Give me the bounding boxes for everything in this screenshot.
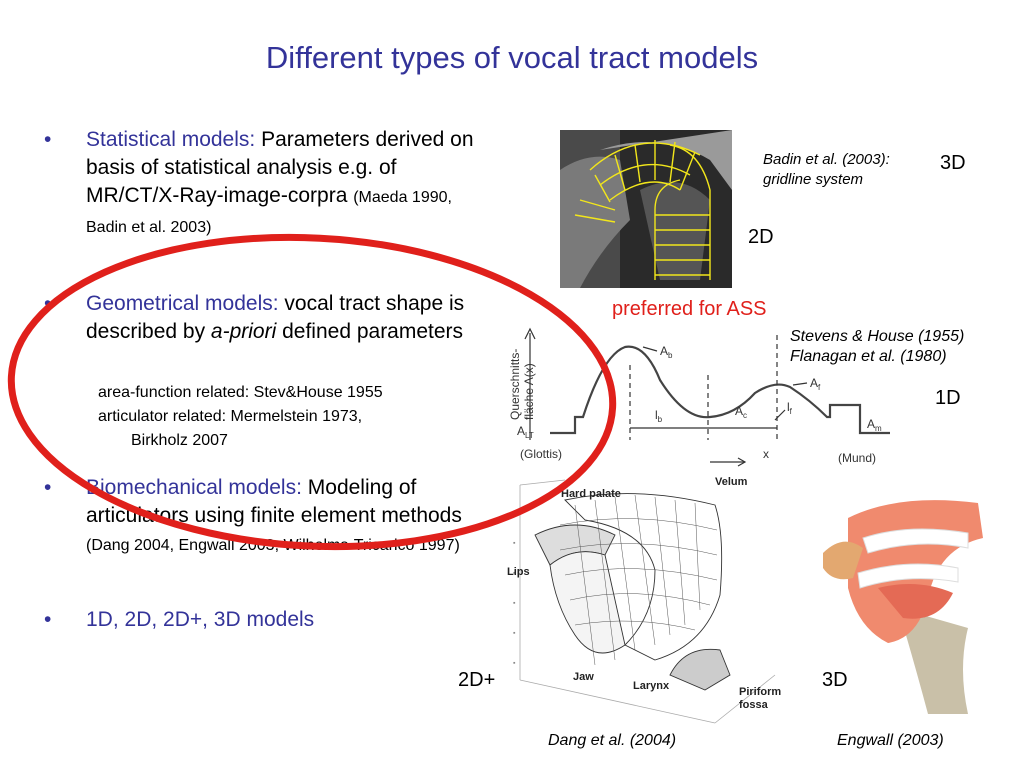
label-hard-palate: Hard palate xyxy=(561,488,621,500)
area-function-diagram: Querschnitts- fläche A(x) ALT Ab Af Ac A… xyxy=(508,327,890,467)
label-fossa: fossa xyxy=(739,699,769,711)
svg-text:▪: ▪ xyxy=(513,600,516,607)
badin-caption: Badin et al. (2003): gridline system xyxy=(763,150,890,190)
y-label-1: Querschnitts- xyxy=(508,349,522,420)
bullet-marker: • xyxy=(44,608,52,631)
bullet-marker: • xyxy=(44,476,52,499)
label-mund: (Mund) xyxy=(838,451,876,465)
badin-mri-image xyxy=(560,130,732,288)
lower-teeth xyxy=(857,563,959,589)
bullet-citation: (Dang 2004, Engwall 2003, Wilhelms-Trica… xyxy=(86,537,460,554)
label-a-c: Ac xyxy=(735,404,747,420)
svg-text:▪: ▪ xyxy=(513,570,516,577)
engwall-caption: Engwall (2003) xyxy=(837,732,944,749)
label-x: x xyxy=(763,447,769,461)
badin-caption-line-2: gridline system xyxy=(763,171,864,188)
label-lips: Lips xyxy=(507,566,530,578)
bullet-head: Geometrical models: xyxy=(86,292,279,315)
larynx-shape xyxy=(898,608,968,714)
label-l-f: lf xyxy=(787,400,793,416)
lips-shape xyxy=(823,541,863,580)
slide-title: Different types of vocal tract models xyxy=(265,40,759,75)
label-larynx: Larynx xyxy=(633,680,670,692)
badin-caption-line-1: Badin et al. (2003): xyxy=(763,151,890,168)
bullet-italic: a-priori xyxy=(210,320,277,343)
preferred-note: preferred for ASS xyxy=(612,298,767,320)
engwall-3d-image xyxy=(818,478,992,714)
svg-text:▪: ▪ xyxy=(513,510,516,517)
x-arrow-head xyxy=(737,457,747,467)
label-glottis: (Glottis) xyxy=(520,447,562,461)
y-label-2: fläche A(x) xyxy=(522,363,536,420)
label-a-lt: ALT xyxy=(517,424,534,440)
label-a-f: Af xyxy=(810,376,821,392)
label-badin-3d: 3D xyxy=(940,152,966,174)
area-function-curve xyxy=(550,345,890,435)
label-1d: 1D xyxy=(935,387,961,409)
stevens-caption-line-1: Stevens & House (1955) xyxy=(790,328,965,345)
bullet-body-2: defined parameters xyxy=(276,320,464,343)
dang-fem-image: ▪ ▪ ▪ ▪ ▪ ▪ Hard palate Velum Lips Jaw Larynx… xyxy=(507,476,781,724)
stevens-caption-line-2: Flanagan et al. (1980) xyxy=(790,348,947,365)
bullet-marker: • xyxy=(44,128,52,151)
label-a-m: Am xyxy=(867,417,882,433)
stevens-caption: Stevens & House (1955) Flanagan et al. (… xyxy=(790,327,964,367)
label-l-b: lb xyxy=(655,408,663,424)
bullet-marker: • xyxy=(44,292,52,315)
geom-sub-2: articulator related: Mermelstein 1973, xyxy=(98,408,363,425)
label-piriform: Piriform xyxy=(739,686,781,698)
geom-sub-3: Birkholz 2007 xyxy=(131,432,228,449)
svg-text:▪: ▪ xyxy=(513,540,516,547)
tongue-shape xyxy=(878,584,953,619)
dang-caption: Dang et al. (2004) xyxy=(548,732,677,749)
svg-text:▪: ▪ xyxy=(513,630,516,637)
bullet-head: Biomechanical models: xyxy=(86,476,302,499)
bullet-head: Statistical models: xyxy=(86,128,256,151)
upper-teeth xyxy=(862,528,969,554)
label-engwall-3d: 3D xyxy=(822,669,848,691)
bullet-head: 1D, 2D, 2D+, 3D models xyxy=(86,608,315,631)
label-velum: Velum xyxy=(715,476,748,488)
geom-sub-1: area-function related: Stev&House 1955 xyxy=(98,384,383,401)
label-badin-2d: 2D xyxy=(748,226,774,248)
label-2dplus: 2D+ xyxy=(458,669,496,691)
label-jaw: Jaw xyxy=(573,671,594,683)
bullet-body: Parameters derived on basis of statistic… xyxy=(86,128,474,207)
label-a-b: Ab xyxy=(660,344,673,360)
svg-text:▪: ▪ xyxy=(513,660,516,667)
bullet-citation: (Maeda 1990, Badin et al. 2003) xyxy=(86,189,452,236)
